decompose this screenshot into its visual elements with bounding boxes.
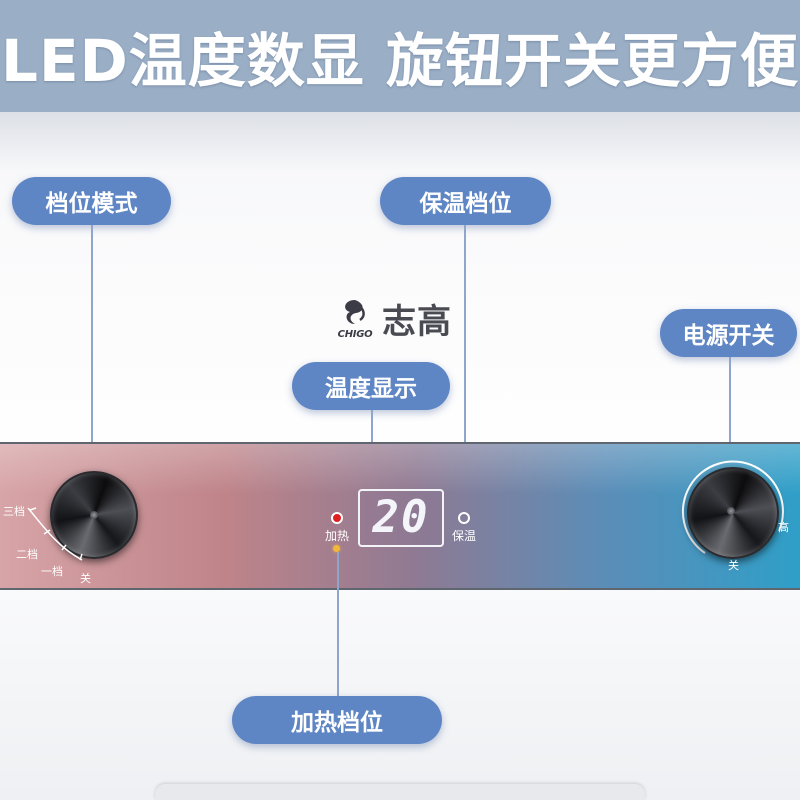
temperature-display: 20 (358, 489, 444, 547)
callout-temperature: 温度显示 (292, 362, 450, 410)
heat-indicator-light (331, 512, 343, 524)
mode-scale-3: 三档 (3, 505, 25, 518)
appliance-bottom-edge (155, 784, 645, 800)
brand-name: 志高 (382, 301, 452, 342)
leader-power (729, 357, 731, 455)
marker-heating (333, 545, 340, 552)
keep-warm-indicator-light (458, 512, 470, 524)
callout-insulation-text: 保温档位 (419, 191, 512, 217)
power-knob[interactable] (687, 467, 779, 559)
callout-power: 电源开关 (660, 309, 797, 357)
mode-knob[interactable] (50, 471, 138, 559)
mode-scale-2: 二档 (16, 548, 38, 561)
header-banner: LED温度数显 旋钮开关更方便 (0, 0, 800, 112)
leader-heating (337, 552, 339, 698)
callout-heating: 加热档位 (232, 696, 442, 744)
mode-scale-1: 一档 (41, 565, 63, 578)
banner-title: LED温度数显 旋钮开关更方便 (1, 27, 799, 95)
panel-gloss (0, 444, 800, 494)
mode-scale-arc-icon (27, 507, 83, 561)
brand-logo: CHIGO 志高 (334, 296, 452, 342)
callout-heating-text: 加热档位 (291, 710, 383, 736)
mode-scale-off: 关 (80, 572, 91, 585)
callout-mode: 档位模式 (12, 177, 171, 225)
temperature-value: 20 (372, 492, 430, 543)
callout-power-text: 电源开关 (682, 323, 775, 349)
keep-warm-label: 保温 (452, 529, 477, 543)
power-scale-arc-icon (682, 460, 784, 554)
callout-insulation: 保温档位 (380, 177, 551, 225)
callout-mode-text: 档位模式 (45, 191, 138, 217)
leader-insulation (464, 225, 466, 496)
brand-sub-text: CHIGO (337, 329, 373, 340)
brand-mark-icon: CHIGO (334, 296, 376, 340)
callout-temperature-text: 温度显示 (325, 376, 417, 402)
leader-mode (91, 225, 93, 456)
power-scale-high: 高 (778, 521, 789, 534)
appliance-top-sheen (0, 112, 800, 172)
power-scale-off: 关 (728, 559, 739, 572)
heat-label: 加热 (325, 529, 350, 543)
